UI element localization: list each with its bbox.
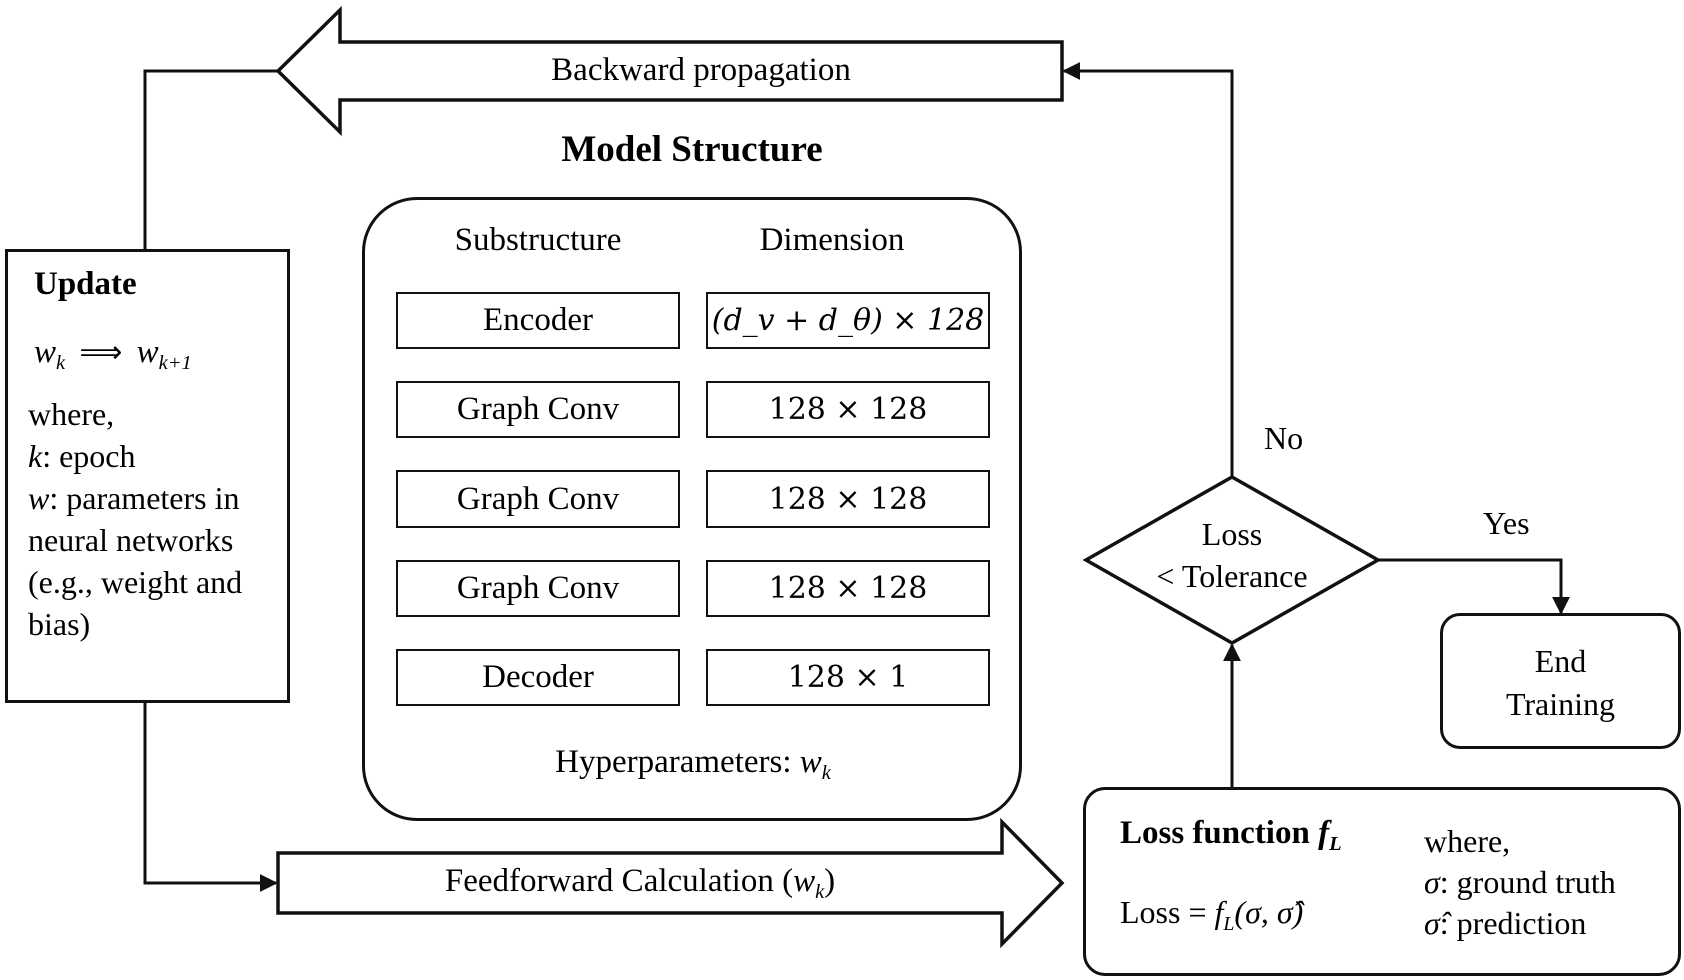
update-rule-right-sub: k+1 <box>158 352 192 375</box>
loss-where: where, <box>1424 823 1511 859</box>
dimension-header: Dimension <box>759 222 905 258</box>
end-training-line-2: Training <box>1505 686 1616 722</box>
loss-title-prefix: Loss function <box>1120 815 1319 851</box>
loss-function-box <box>1083 787 1681 976</box>
yes-branch-line <box>1378 558 1570 615</box>
dim-graph-conv-3: 128 × 128 <box>706 560 990 617</box>
feedforward-prefix: Feedforward Calculation ( <box>444 863 794 899</box>
decision-line-1: Loss <box>1201 516 1263 552</box>
update-to-backward-line <box>143 69 278 249</box>
model-structure-title: Model Structure <box>561 129 823 170</box>
end-training-box <box>1440 613 1681 749</box>
dim-decoder: 128 × 1 <box>706 649 990 706</box>
update-rule: wk ⟹ wk+1 <box>34 334 192 375</box>
update-w-def: w: parameters in <box>28 480 239 517</box>
loss-eq-args: (σ, σ̂) <box>1234 894 1304 930</box>
update-k-desc: : epoch <box>42 438 136 474</box>
loss-eq-prefix: Loss = <box>1120 894 1215 930</box>
update-w-line-1: neural networks <box>28 522 234 558</box>
loss-gt-def: σ: ground truth <box>1424 864 1616 901</box>
dim-graph-conv-2: 128 × 128 <box>706 470 990 528</box>
update-rule-left: w <box>34 334 57 370</box>
update-rule-left-sub: k <box>56 352 66 375</box>
update-where: where, <box>28 396 115 432</box>
feedforward-sub: k <box>815 881 825 904</box>
substructure-header: Substructure <box>454 222 622 258</box>
update-k-var: k <box>28 438 43 474</box>
layer-graph-conv-3: Graph Conv <box>396 560 680 617</box>
end-training-line-1: End <box>1534 643 1587 679</box>
loss-equation: Loss = fL(σ, σ̂) <box>1120 894 1304 934</box>
update-title: Update <box>34 266 137 302</box>
loss-title-var: f <box>1318 815 1330 851</box>
layer-encoder: Encoder <box>396 292 680 349</box>
loss-pred-var: σ̂ <box>1424 905 1440 941</box>
feedforward-var: w <box>793 863 816 899</box>
layer-graph-conv-1: Graph Conv <box>396 381 680 438</box>
hyperparameters-label: Hyperparameters: wk <box>396 744 990 785</box>
loss-gt-desc: : ground truth <box>1439 864 1616 900</box>
hyperparameters-var: w <box>799 744 822 780</box>
update-w-var: w <box>28 480 50 516</box>
layer-graph-conv-2: Graph Conv <box>396 470 680 528</box>
update-box <box>5 249 290 703</box>
loss-eq-f: f <box>1214 894 1224 930</box>
loss-pred-desc: : prediction <box>1439 905 1587 941</box>
decision-line-2: < Tolerance <box>1156 558 1308 594</box>
loss-function-title: Loss function fL <box>1120 815 1342 856</box>
dim-encoder: (d_v + d_θ) × 128 <box>706 292 990 349</box>
update-w-line-3: bias) <box>28 606 91 642</box>
feedforward-arrow-shape <box>276 817 1065 949</box>
decision-diamond <box>1082 474 1382 646</box>
loss-eq-sub: L <box>1223 912 1235 935</box>
loss-gt-var: σ <box>1424 864 1440 900</box>
update-w-desc: : parameters in <box>49 480 240 516</box>
yes-label: Yes <box>1483 505 1530 541</box>
loss-title-sub: L <box>1329 833 1342 856</box>
no-branch-line <box>1062 62 1234 477</box>
dim-encoder-value: (d_v + d_θ) × 128 <box>711 303 985 338</box>
update-k-def: k: epoch <box>28 438 136 475</box>
backward-arrow-shape <box>275 5 1064 137</box>
layer-decoder: Decoder <box>396 649 680 706</box>
feedforward-label: Feedforward Calculation (wk) <box>280 863 1000 904</box>
hyperparameters-sub: k <box>821 762 831 785</box>
update-rule-right: w <box>136 334 159 370</box>
no-label: No <box>1264 420 1304 456</box>
loss-pred-def: σ̂: prediction <box>1424 905 1586 942</box>
update-rule-arrow: ⟹ <box>79 335 123 370</box>
dim-graph-conv-1: 128 × 128 <box>706 381 990 438</box>
update-to-feedforward-line <box>143 703 278 892</box>
update-w-line-2: (e.g., weight and <box>28 564 243 600</box>
feedforward-suffix: ) <box>824 863 836 899</box>
hyperparameters-prefix: Hyperparameters: <box>555 744 800 780</box>
backward-propagation-label: Backward propagation <box>551 52 851 88</box>
